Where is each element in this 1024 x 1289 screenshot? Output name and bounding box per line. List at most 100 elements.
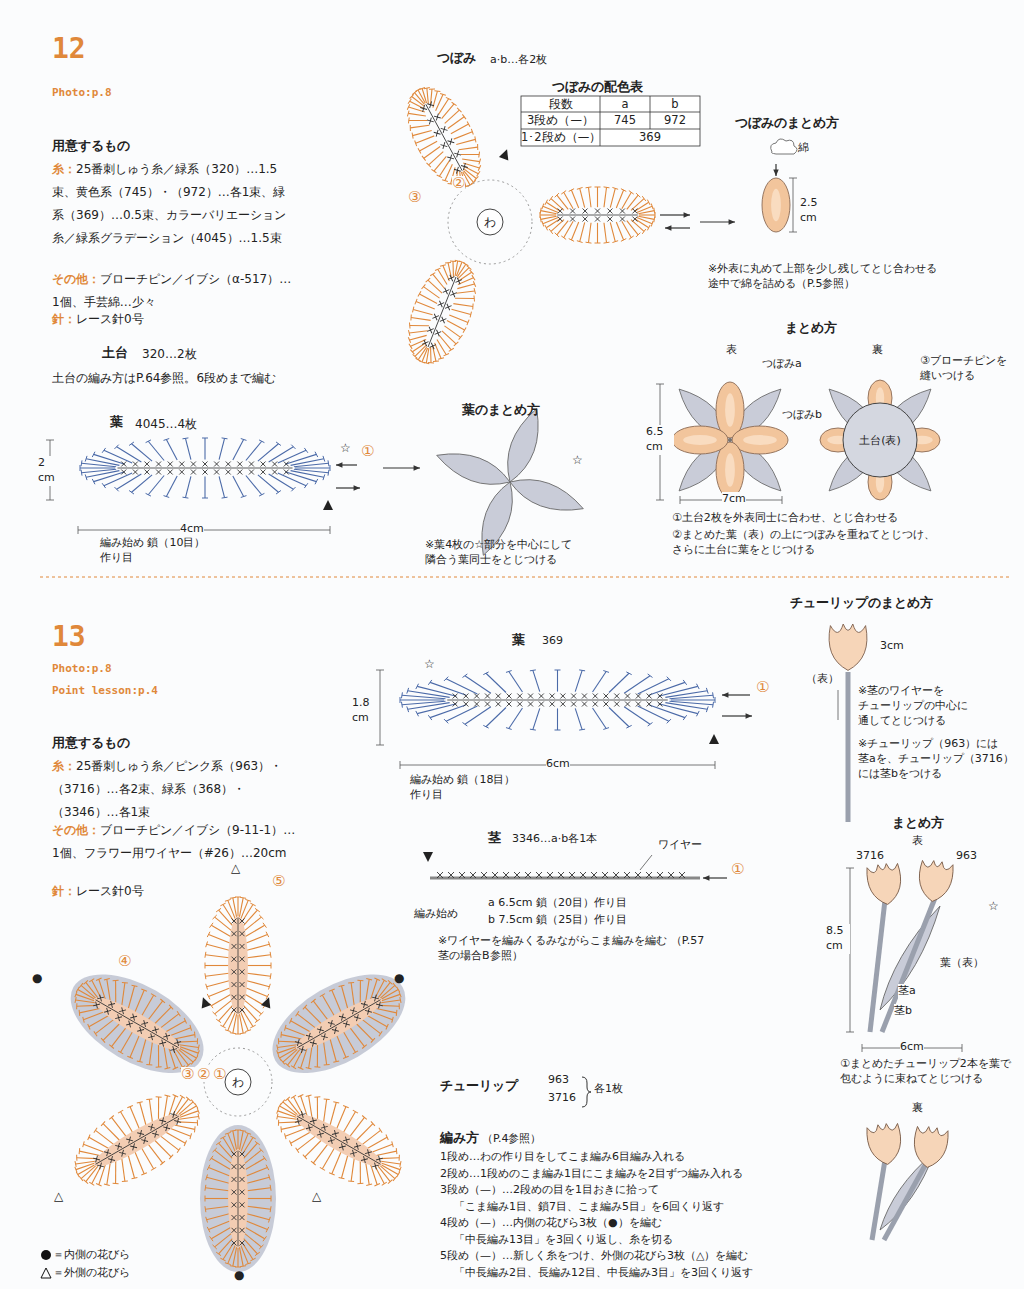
illustration-part [173,1093,178,1099]
illustration-part [179,1038,198,1053]
illustration-part [247,1177,270,1183]
illustration-part [237,1015,238,1034]
illustration-part [233,439,244,460]
round-guide [204,1048,272,1116]
illustration-part [103,1021,119,1044]
illustration-part [213,1148,217,1152]
illustration-part [102,448,106,453]
illustration-part [393,1176,397,1182]
illustration-part [142,1148,154,1169]
illustration-part [305,1137,321,1160]
illustration-part [569,189,574,192]
guide-line [680,496,681,504]
symbol-label: ☆ [340,440,351,456]
illustration-part [222,497,228,499]
illustration-part [336,986,352,1009]
stitch-petal [400,670,715,730]
illustration-part [266,1227,269,1232]
illustration-part [388,979,392,985]
illustration-part [291,991,386,1057]
illustration-part [233,898,237,917]
illustration-part [288,1018,294,1023]
leaf-shape [506,471,588,520]
note-text: 369 [542,634,563,649]
illustration-part [456,135,475,148]
illustration-part [141,1020,148,1027]
arrow-head [354,485,360,490]
illustration-part [232,931,237,936]
illustration-part [220,1136,225,1139]
illustration-part [374,1166,393,1181]
illustration-part [215,917,232,931]
illustration-part [603,702,608,707]
illustration-part [506,728,512,730]
illustration-part [426,277,431,283]
illustration-part [247,973,270,976]
illustration-part [638,211,654,214]
illustration-part [397,1003,402,1009]
guide-line [838,690,839,720]
illustration-part [97,1163,104,1170]
illustration-part [659,686,698,696]
illustration-part [204,952,206,958]
illustration-part [339,1143,346,1150]
illustration-part [366,1182,372,1188]
stitch-mark [613,872,619,878]
round-number: ④ [118,954,131,969]
illustration-part [247,965,271,966]
table-cell: 745 [600,112,650,128]
illustration-part [411,313,431,324]
note-text: 3716 [548,1091,576,1106]
illustration-part [412,91,418,95]
illustration-part [240,1008,245,1013]
illustration-part [459,141,478,156]
illustration-part [270,1206,272,1212]
illustration-part [284,470,289,475]
illustration-part [457,107,461,113]
arrow-head [703,875,709,880]
illustration-part [473,176,479,180]
illustration-part [350,1150,357,1157]
guide-line [789,232,797,233]
illustration-part [560,694,565,699]
illustration-part [632,217,637,222]
illustration-part [196,1045,200,1051]
stitch-petal [54,954,219,1093]
illustration-part [266,1165,269,1170]
round-number: ① [213,1067,226,1082]
illustration-part [435,330,441,336]
illustration-part [462,114,466,120]
illustration-part [382,1181,387,1187]
round-number: ② [197,1067,210,1082]
illustration-part [426,104,462,171]
illustration-part [595,243,601,244]
illustration-part [415,358,421,361]
illustration-part [429,87,435,92]
illustration-part [219,910,233,926]
illustration-part [398,997,402,1003]
page-reference: Point lesson:p.4 [52,684,158,699]
guide-line [846,1032,854,1033]
tulip-shape [866,862,904,907]
illustration-part [284,1099,303,1114]
illustration-part [247,1214,270,1220]
illustration-part [159,1117,166,1124]
illustration-part [625,694,630,699]
illustration-part [378,1128,384,1133]
illustration-part [259,493,264,496]
illustration-part [657,702,662,707]
illustration-part [348,1179,354,1184]
illustration-part [550,702,555,707]
illustration-part [407,322,412,328]
illustration-part [332,1130,339,1137]
illustration-part [219,476,224,497]
symbol-label: ☆ [988,898,999,914]
illustration-part [129,491,134,495]
illustration-part [276,491,281,495]
illustration-part [712,702,714,708]
illustration-part [250,1258,255,1261]
illustration-part [146,1062,152,1067]
illustration-part [649,705,685,718]
illustration-part [469,270,475,275]
illustration-part [609,707,629,726]
